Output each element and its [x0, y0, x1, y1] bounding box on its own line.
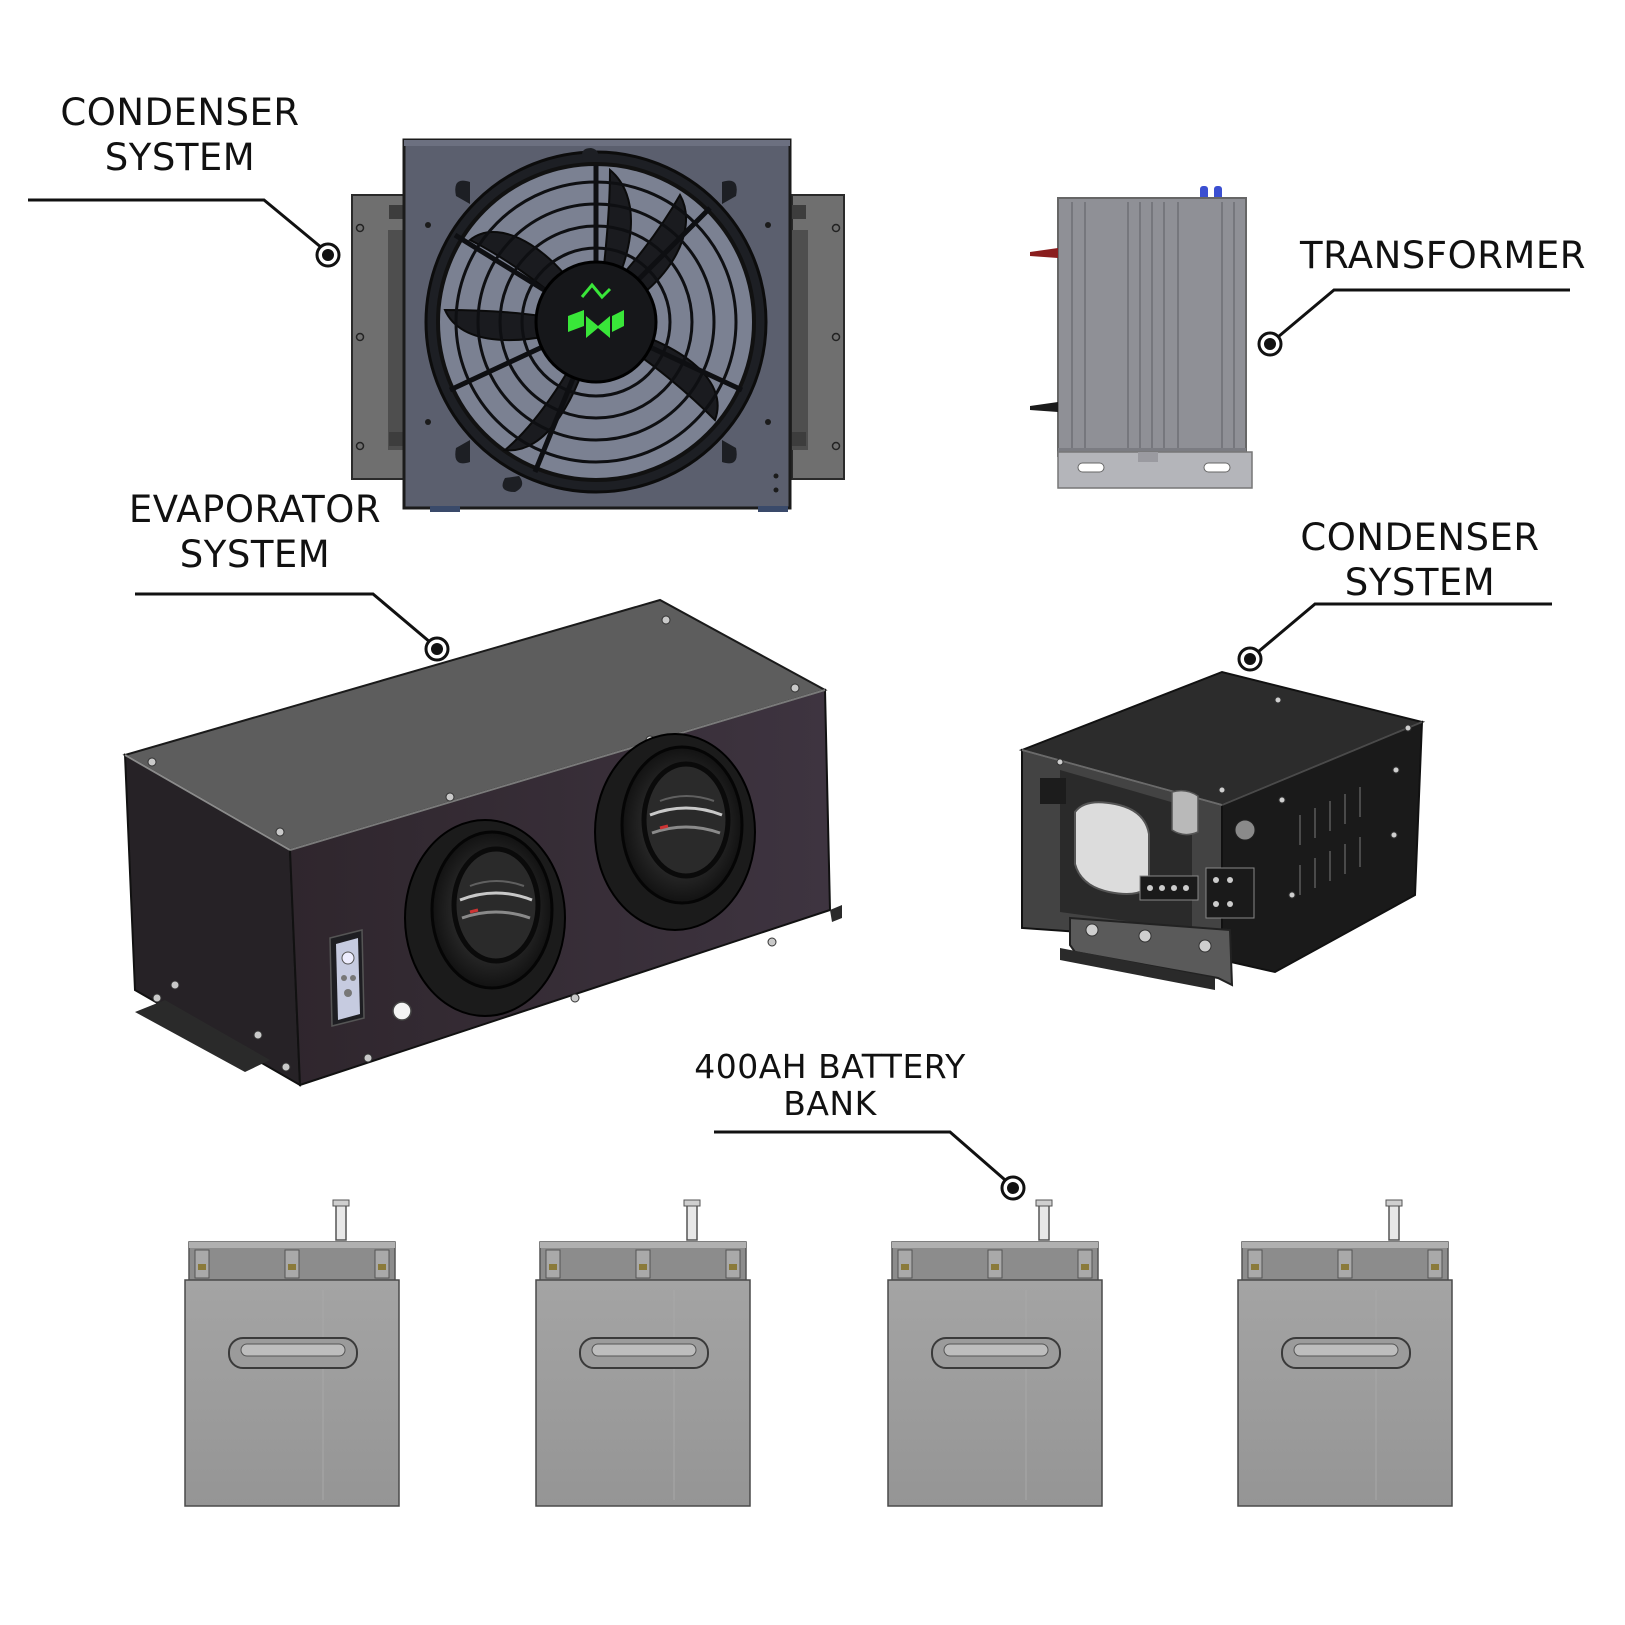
- battery-icon: [1237, 1199, 1453, 1507]
- battery-icon: [535, 1199, 751, 1507]
- terminal-black: [1030, 402, 1058, 412]
- air-vent-left-icon: [404, 819, 566, 1017]
- label-line: CONDENSER: [60, 91, 300, 134]
- label-transformer: TRANSFORMER: [1300, 233, 1586, 278]
- battery-bank: [184, 1199, 1453, 1507]
- leader-battery: [714, 1130, 1013, 1188]
- label-evaporator-system: EVAPORATOR SYSTEM: [115, 487, 395, 577]
- label-line: TRANSFORMER: [1300, 234, 1586, 277]
- label-line: SYSTEM: [179, 533, 331, 576]
- label-line: 400AH BATTERY: [694, 1047, 966, 1086]
- transformer-unit: [1030, 186, 1253, 489]
- brand-logo-icon: [568, 282, 624, 338]
- label-condenser-system-top: CONDENSER SYSTEM: [55, 90, 305, 180]
- label-line: CONDENSER: [1300, 516, 1540, 559]
- battery-icon: [887, 1199, 1103, 1507]
- leader-condenser-top: [28, 198, 329, 255]
- terminal-red: [1030, 248, 1058, 258]
- label-battery-bank: 400AH BATTERY BANK: [680, 1048, 980, 1122]
- leader-transformer: [1271, 288, 1570, 344]
- label-line: EVAPORATOR: [128, 488, 382, 531]
- leader-condenser-right: [1251, 602, 1552, 659]
- label-line: SYSTEM: [1344, 561, 1496, 604]
- label-line: BANK: [783, 1084, 877, 1123]
- fan-hub: [534, 260, 658, 384]
- terminal-blue: [1200, 186, 1208, 200]
- leader-lines: [28, 198, 1570, 1188]
- evaporator-unit: [122, 598, 842, 1087]
- label-line: SYSTEM: [104, 136, 256, 179]
- condenser-fan-unit: [351, 138, 845, 512]
- condenser-compressor-unit: [1018, 670, 1426, 990]
- leader-dots: [315, 242, 1283, 1201]
- leader-evaporator: [135, 592, 438, 650]
- control-panel-icon: [329, 929, 365, 1027]
- battery-icon: [184, 1199, 400, 1507]
- label-condenser-system-right: CONDENSER SYSTEM: [1290, 515, 1550, 605]
- air-vent-right-icon: [594, 733, 756, 931]
